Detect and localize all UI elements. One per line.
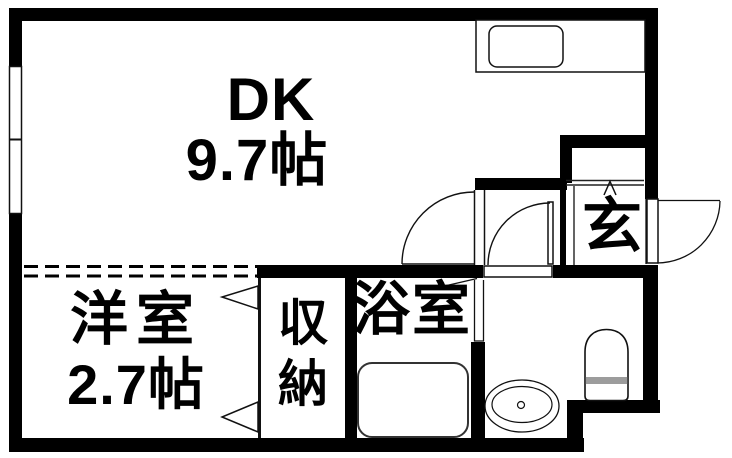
washroom-door-swing-arc xyxy=(487,202,551,266)
washroom-doorway-inset xyxy=(483,265,553,278)
wall-bath-east-lower xyxy=(471,342,485,438)
wall-hall-north xyxy=(560,135,658,148)
window xyxy=(8,65,23,215)
step-caret-mark xyxy=(603,179,617,196)
wall-notch-horizontal xyxy=(567,400,660,413)
western-room-size: 2.7帖 xyxy=(67,353,205,416)
toilet xyxy=(584,328,629,402)
wall-entrance-west-bar xyxy=(560,183,566,266)
entrance-door-leaf xyxy=(646,198,659,264)
wall-left-upper xyxy=(9,8,22,66)
room-door xyxy=(401,190,486,265)
storage-room-label: 収 納 xyxy=(278,293,328,415)
kitchen-sink xyxy=(488,25,564,68)
wash-basin xyxy=(484,379,560,433)
dk-room-size: 9.7帖 xyxy=(185,128,329,193)
toilet-outline xyxy=(584,328,629,402)
dk-room-label: DK xyxy=(226,66,316,133)
washroom-door xyxy=(483,201,554,278)
toilet-tank-band xyxy=(585,377,628,384)
closet-door xyxy=(219,278,261,438)
exterior-walls xyxy=(9,8,660,452)
interior-walls xyxy=(257,135,658,438)
kitchen-counter xyxy=(475,19,646,73)
wall-entrance-south xyxy=(553,265,658,278)
bathtub xyxy=(357,362,469,438)
wall-dk-south xyxy=(475,178,567,190)
bathroom-doorway-outline xyxy=(473,280,485,342)
bathroom-door-leaf-line xyxy=(435,277,478,289)
wall-right-upper xyxy=(645,8,658,199)
wall-top xyxy=(9,8,658,21)
entrance-door-swing-arc xyxy=(656,200,721,264)
wall-hall-west-stub xyxy=(560,135,572,183)
entrance-label: 玄 xyxy=(582,193,642,260)
wall-bottom xyxy=(9,438,584,452)
room-door-swing-arc xyxy=(401,191,475,265)
bathroom-label: 浴室 xyxy=(351,277,473,342)
closet-door-triangle-upper xyxy=(219,284,259,311)
wall-left-lower xyxy=(9,214,22,452)
wash-basin-drain xyxy=(516,400,526,410)
entrance-door xyxy=(646,198,721,264)
closet-door-triangle-lower xyxy=(220,400,259,434)
wall-right-lower xyxy=(643,265,658,413)
wall-closet-bath-divider xyxy=(345,277,357,438)
entrance-step-mark xyxy=(566,179,647,265)
bathroom-door xyxy=(435,277,485,342)
wall-closet-bath-top xyxy=(257,265,483,278)
dashed-room-boundary xyxy=(24,265,257,278)
storage-label-char-1: 収 xyxy=(278,295,328,351)
western-room-label: 洋室 xyxy=(69,287,203,352)
washroom-door-leaf xyxy=(547,201,554,265)
storage-label-char-2: 納 xyxy=(278,356,328,412)
